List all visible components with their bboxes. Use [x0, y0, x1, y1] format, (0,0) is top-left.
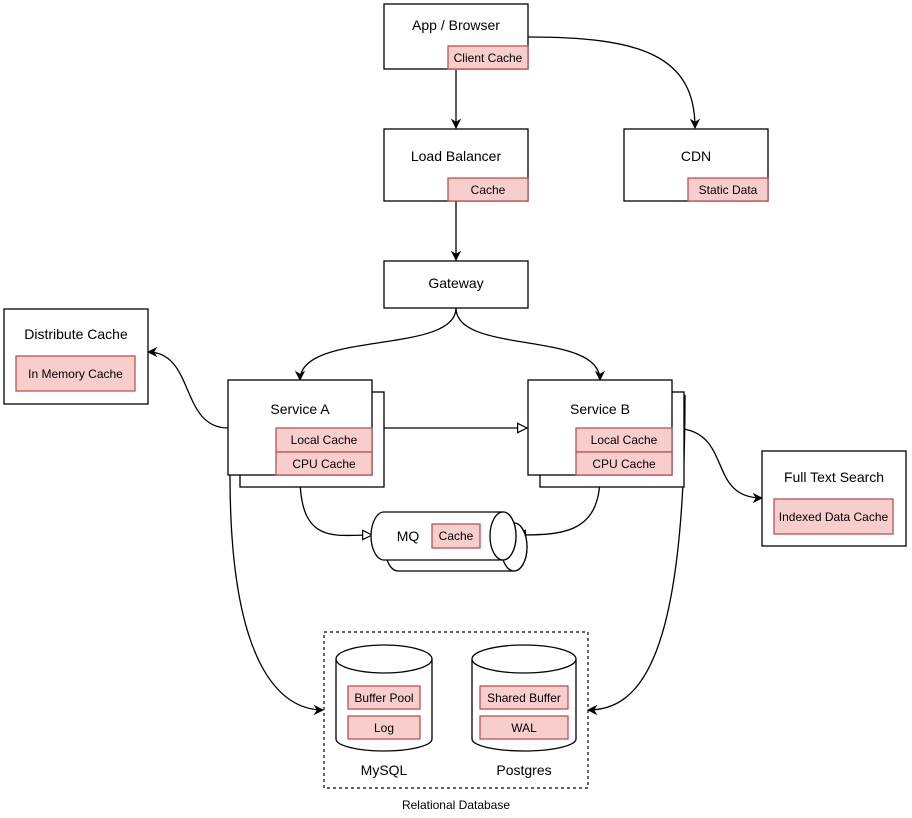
lb-cache-tag [447, 177, 529, 202]
edge-service-a-to-mysql [229, 474, 325, 716]
service-a-cpu-cache-label: CPU Cache [292, 457, 356, 471]
static-data-label: Static Data [699, 183, 758, 197]
service-a-node[interactable]: Service A Local Cache CPU Cache [227, 379, 385, 488]
edge-service-b-mq [516, 476, 600, 535]
app-browser-title: App / Browser [412, 17, 500, 33]
gateway-title: Gateway [428, 275, 483, 291]
mq-cache-label: Cache [439, 529, 474, 543]
service-b-cpu-cache-tag [575, 451, 673, 476]
static-data-tag [687, 177, 769, 202]
cdn-title: CDN [681, 148, 711, 164]
postgres-wal-tag [479, 715, 569, 740]
load-balancer-node[interactable]: Load Balancer Cache [383, 128, 529, 202]
full-text-search-node[interactable]: Full Text Search Indexed Data Cache [761, 450, 907, 547]
mysql-top [335, 644, 433, 674]
postgres-wal-label: WAL [511, 721, 537, 735]
distribute-cache-node[interactable]: Distribute Cache In Memory Cache [3, 308, 149, 405]
indexed-data-cache-tag [773, 498, 894, 535]
mq-cache-tag [431, 523, 481, 549]
postgres-label: Postgres [496, 762, 551, 778]
distribute-cache-title: Distribute Cache [24, 326, 128, 342]
service-a-local-cache-label: Local Cache [291, 433, 358, 447]
postgres-shared-buffer-label: Shared Buffer [487, 691, 561, 705]
edge-gateway-to-service-a [294, 307, 457, 382]
postgres-top [471, 644, 577, 674]
service-b-local-cache-tag [575, 427, 673, 453]
in-memory-cache-label: In Memory Cache [28, 367, 123, 381]
mq-title: MQ [397, 528, 420, 544]
mysql-log-label: Log [374, 721, 394, 735]
mysql-buffer-pool-tag [347, 685, 421, 710]
gateway-node[interactable]: Gateway [383, 260, 529, 309]
service-a-title: Service A [270, 401, 330, 417]
app-browser-node[interactable]: App / Browser Client Cache [383, 3, 529, 70]
lb-cache-label: Cache [471, 183, 506, 197]
edges [146, 36, 764, 716]
relational-database-group: Relational Database [323, 631, 589, 812]
mysql-node[interactable]: Buffer Pool Log MySQL [335, 644, 433, 778]
service-b-title: Service B [570, 401, 630, 417]
client-cache-tag [447, 45, 529, 70]
edge-service-a-mq [300, 476, 372, 536]
cdn-node[interactable]: CDN Static Data [623, 128, 769, 202]
edge-app-to-cdn [527, 36, 701, 130]
service-b-local-cache-label: Local Cache [591, 433, 658, 447]
mysql-log-tag [347, 715, 421, 740]
mysql-buffer-pool-label: Buffer Pool [354, 691, 413, 705]
edge-gateway-to-service-b [455, 307, 606, 382]
postgres-node[interactable]: Shared Buffer WAL Postgres [471, 644, 577, 778]
load-balancer-title: Load Balancer [411, 148, 502, 164]
in-memory-cache-tag [15, 355, 136, 392]
service-a-cpu-cache-tag [275, 451, 373, 476]
edge-service-b-to-fts [671, 427, 764, 504]
indexed-data-cache-label: Indexed Data Cache [779, 510, 889, 524]
client-cache-label: Client Cache [454, 51, 523, 65]
rdb-dashed-border [323, 631, 589, 789]
edge-service-b-to-postgres [586, 394, 686, 716]
rdb-label: Relational Database [402, 798, 510, 812]
service-b-cpu-cache-label: CPU Cache [592, 457, 656, 471]
service-b-node[interactable]: Service B Local Cache CPU Cache [527, 379, 685, 488]
mysql-label: MySQL [361, 762, 408, 778]
edge-service-a-to-dist-cache [146, 346, 229, 429]
postgres-shared-buffer-tag [479, 685, 569, 710]
full-text-search-title: Full Text Search [784, 469, 884, 485]
mq-node[interactable]: MQ Cache [370, 511, 528, 572]
